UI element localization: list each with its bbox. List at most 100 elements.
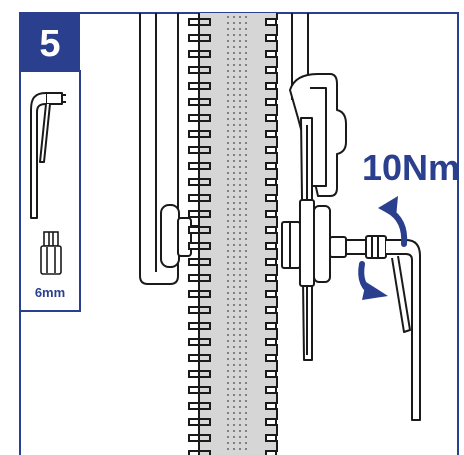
belt-dot: [227, 322, 229, 324]
belt-dot: [233, 184, 235, 186]
belt-dot: [239, 172, 241, 174]
belt-dot: [239, 190, 241, 192]
belt-dot: [245, 364, 247, 366]
belt-dot: [245, 178, 247, 180]
belt-dot: [233, 388, 235, 390]
belt-dot: [245, 448, 247, 450]
belt-dot: [233, 436, 235, 438]
tool-box: 6mm: [19, 70, 81, 312]
belt-tooth-gap: [265, 194, 277, 202]
belt-dot: [245, 280, 247, 282]
belt-dot: [239, 160, 241, 162]
belt-dot: [227, 418, 229, 420]
belt-dot: [233, 364, 235, 366]
belt-dot: [227, 22, 229, 24]
belt-dot: [227, 412, 229, 414]
belt-dot: [245, 304, 247, 306]
belt-dot: [227, 130, 229, 132]
belt-tooth-gap: [265, 210, 277, 218]
belt-tooth-gap: [188, 386, 200, 394]
belt-dot: [233, 214, 235, 216]
belt-tooth-gap: [265, 370, 277, 378]
belt-dot: [245, 94, 247, 96]
belt-tooth-gap: [188, 226, 200, 234]
belt-dot: [239, 64, 241, 66]
belt-dot: [245, 16, 247, 18]
belt-dot: [239, 142, 241, 144]
belt-dot: [233, 448, 235, 450]
belt-tooth-gap: [188, 322, 200, 330]
belt-dot: [233, 112, 235, 114]
belt-dot: [227, 124, 229, 126]
belt-dot: [239, 106, 241, 108]
belt-dot: [239, 178, 241, 180]
belt-dot: [233, 220, 235, 222]
belt-dot: [245, 424, 247, 426]
belt-dot: [227, 436, 229, 438]
belt-dot: [239, 16, 241, 18]
belt-dot: [233, 118, 235, 120]
belt-dot: [227, 280, 229, 282]
belt-tooth-gap: [265, 82, 277, 90]
belt-dot: [239, 232, 241, 234]
belt-dot: [227, 220, 229, 222]
belt-dot: [233, 142, 235, 144]
belt-dot: [245, 394, 247, 396]
belt-tooth-gap: [265, 226, 277, 234]
belt-dot: [239, 22, 241, 24]
belt-dot: [239, 130, 241, 132]
belt-dot: [233, 262, 235, 264]
belt-dot: [227, 442, 229, 444]
belt-dot: [233, 340, 235, 342]
belt-dot: [239, 202, 241, 204]
belt-dot: [239, 112, 241, 114]
belt-dot: [245, 430, 247, 432]
step-badge: 5: [20, 13, 80, 71]
belt-dot: [233, 274, 235, 276]
belt-dot: [245, 340, 247, 342]
belt-dot: [245, 400, 247, 402]
belt-dot: [233, 346, 235, 348]
belt-dot: [239, 136, 241, 138]
belt-tooth-gap: [188, 146, 200, 154]
belt-dot: [239, 208, 241, 210]
belt-dot: [245, 346, 247, 348]
belt-dot: [239, 70, 241, 72]
belt-dot: [227, 316, 229, 318]
belt-tooth-gap: [188, 162, 200, 170]
belt-tooth-gap: [188, 98, 200, 106]
belt-dot: [245, 118, 247, 120]
belt-dot: [233, 244, 235, 246]
belt-dot: [227, 202, 229, 204]
belt-dot: [233, 292, 235, 294]
belt-dot: [227, 34, 229, 36]
belt-tooth-gap: [188, 290, 200, 298]
belt-dot: [233, 106, 235, 108]
belt-tooth-gap: [188, 418, 200, 426]
belt-tooth-gap: [188, 66, 200, 74]
belt-tooth-gap: [188, 354, 200, 362]
belt-dot: [239, 184, 241, 186]
belt-dot: [239, 412, 241, 414]
belt-dot: [233, 334, 235, 336]
belt-dot: [233, 148, 235, 150]
belt-tooth-gap: [265, 162, 277, 170]
belt-dot: [227, 430, 229, 432]
belt-dot: [239, 40, 241, 42]
belt-dot: [227, 238, 229, 240]
belt-dot: [239, 316, 241, 318]
belt-dot: [245, 40, 247, 42]
belt-tooth-gap: [265, 178, 277, 186]
belt-dot: [245, 352, 247, 354]
belt-dot: [227, 448, 229, 450]
belt-dot: [239, 250, 241, 252]
belt-tooth-gap: [188, 370, 200, 378]
belt-dot: [233, 370, 235, 372]
belt-dot: [239, 340, 241, 342]
belt-dot: [233, 394, 235, 396]
belt-dot: [227, 334, 229, 336]
belt-dot: [245, 328, 247, 330]
belt-dot: [227, 154, 229, 156]
belt-dot: [227, 172, 229, 174]
belt-dot: [227, 58, 229, 60]
